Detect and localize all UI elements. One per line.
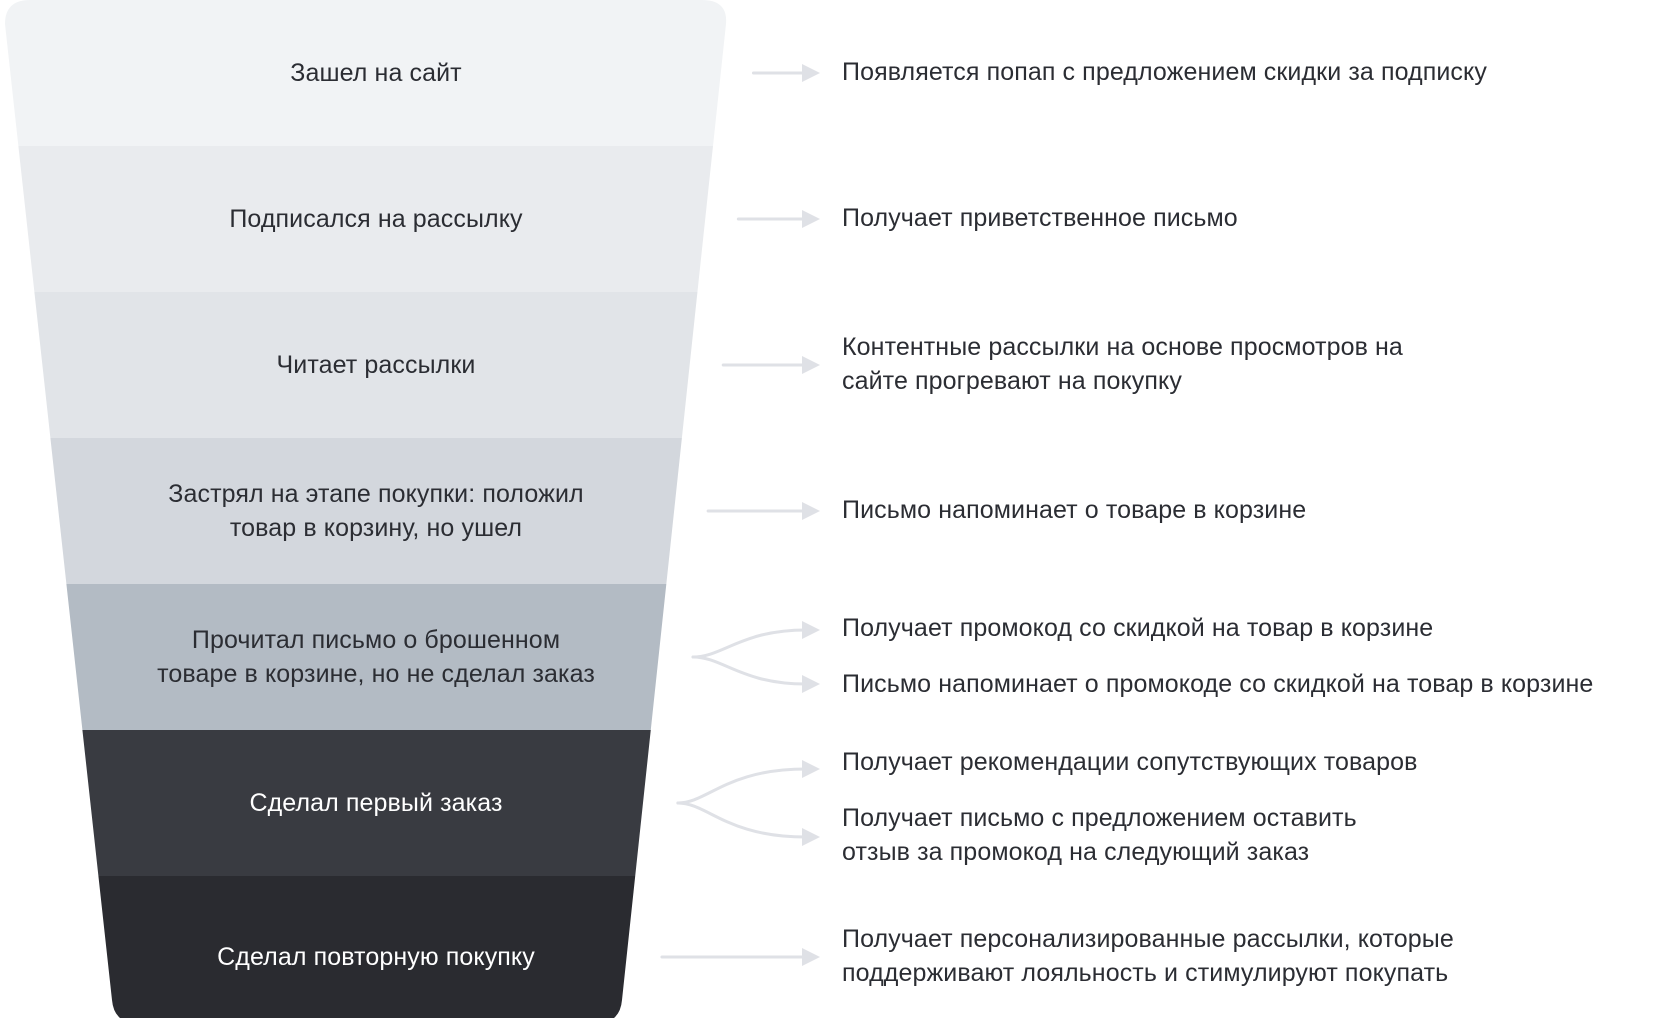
arrow-head-4-1	[802, 502, 820, 520]
stage-text-line: Застрял на этапе покупки: положил	[168, 480, 584, 508]
arrow-head-5-2	[802, 675, 820, 693]
stage-text-line: Зашел на сайт	[290, 59, 462, 87]
stage-text-line: товар в корзину, но ушел	[229, 514, 523, 542]
funnel-stage-2-label: Подписался на рассылку	[136, 159, 616, 279]
funnel-stage-7-label: Сделал повторную покупку	[136, 897, 616, 1017]
arrow-stage-6-branch-1	[676, 767, 808, 805]
action-text-line: отзыв за промокод на следующий заказ	[842, 838, 1310, 866]
action-text-line: Письмо напоминает о товаре в корзине	[842, 496, 1307, 524]
arrow-head-6-1	[802, 760, 820, 778]
arrow-head-2-1	[802, 210, 820, 228]
arrow-head-3-1	[802, 356, 820, 374]
stage-text-line: Подписался на рассылку	[229, 205, 523, 233]
action-stage-1-1: Появляется попап с предложением скидки з…	[842, 55, 1487, 89]
stage-text-line: Читает рассылки	[276, 351, 476, 379]
funnel-stage-6-label: Сделал первый заказ	[136, 743, 616, 863]
arrow-head-6-2	[802, 828, 820, 846]
action-stage-6-1: Получает рекомендации сопутствующих това…	[842, 745, 1418, 779]
action-text-line: Получает приветственное письмо	[842, 204, 1238, 232]
stage-text-line: Сделал повторную покупку	[217, 943, 535, 971]
arrow-stage-5-branch-1	[691, 628, 808, 659]
funnel-stage-3-label: Читает рассылки	[136, 305, 616, 425]
action-stage-5-2: Письмо напоминает о промокоде со скидкой…	[842, 667, 1593, 701]
funnel-stage-4-label: Застрял на этапе покупки: положил товар в…	[136, 451, 616, 571]
arrow-head-5-1	[802, 621, 820, 639]
action-text-line: Получает персонализированные рассылки, к…	[842, 925, 1454, 953]
funnel-stage-6-band	[5, 730, 727, 876]
arrow-stage-5-branch-2	[691, 655, 808, 686]
action-stage-7-1: Получает персонализированные рассылки, к…	[842, 922, 1454, 990]
action-stage-6-2: Получает письмо с предложением оставить о…	[842, 801, 1357, 869]
action-stage-2-1: Получает приветственное письмо	[842, 201, 1238, 235]
funnel-stage-5-band	[5, 584, 727, 730]
action-text-line: Получает промокод со скидкой на товар в …	[842, 614, 1434, 642]
funnel-stage-4-band	[5, 438, 727, 584]
arrow-head-7-1	[802, 948, 820, 966]
arrow-head-1-1	[802, 64, 820, 82]
action-text-line: Получает рекомендации сопутствующих това…	[842, 748, 1418, 776]
arrow-stage-6-branch-2	[676, 801, 808, 839]
action-stage-3-1: Контентные рассылки на основе просмотров…	[842, 330, 1403, 398]
action-stage-4-1: Письмо напоминает о товаре в корзине	[842, 493, 1306, 527]
funnel-stage-2-band	[5, 146, 727, 292]
action-text-line: Получает письмо с предложением оставить	[842, 804, 1357, 832]
action-text-line: Письмо напоминает о промокоде со скидкой…	[842, 670, 1594, 698]
funnel-stage-7-band	[5, 876, 727, 1018]
action-text-line: Появляется попап с предложением скидки з…	[842, 58, 1487, 86]
funnel-stage-3-band	[5, 292, 727, 438]
funnel-stage-5-label: Прочитал письмо о брошенном товаре в корз…	[136, 597, 616, 717]
action-text-line: поддерживают лояльность и стимулируют по…	[842, 959, 1449, 987]
stage-text-line: товаре в корзине, но не сделал заказ	[157, 660, 595, 688]
action-stage-5-1: Получает промокод со скидкой на товар в …	[842, 611, 1433, 645]
stage-text-line: Прочитал письмо о брошенном	[191, 626, 561, 654]
stage-text-line: Сделал первый заказ	[249, 789, 503, 817]
action-text-line: Контентные рассылки на основе просмотров…	[842, 333, 1403, 361]
funnel-stage-1-label: Зашел на сайт	[136, 13, 616, 133]
funnel-stage-1-band	[5, 0, 727, 146]
action-text-line: сайте прогревают на покупку	[842, 367, 1182, 395]
